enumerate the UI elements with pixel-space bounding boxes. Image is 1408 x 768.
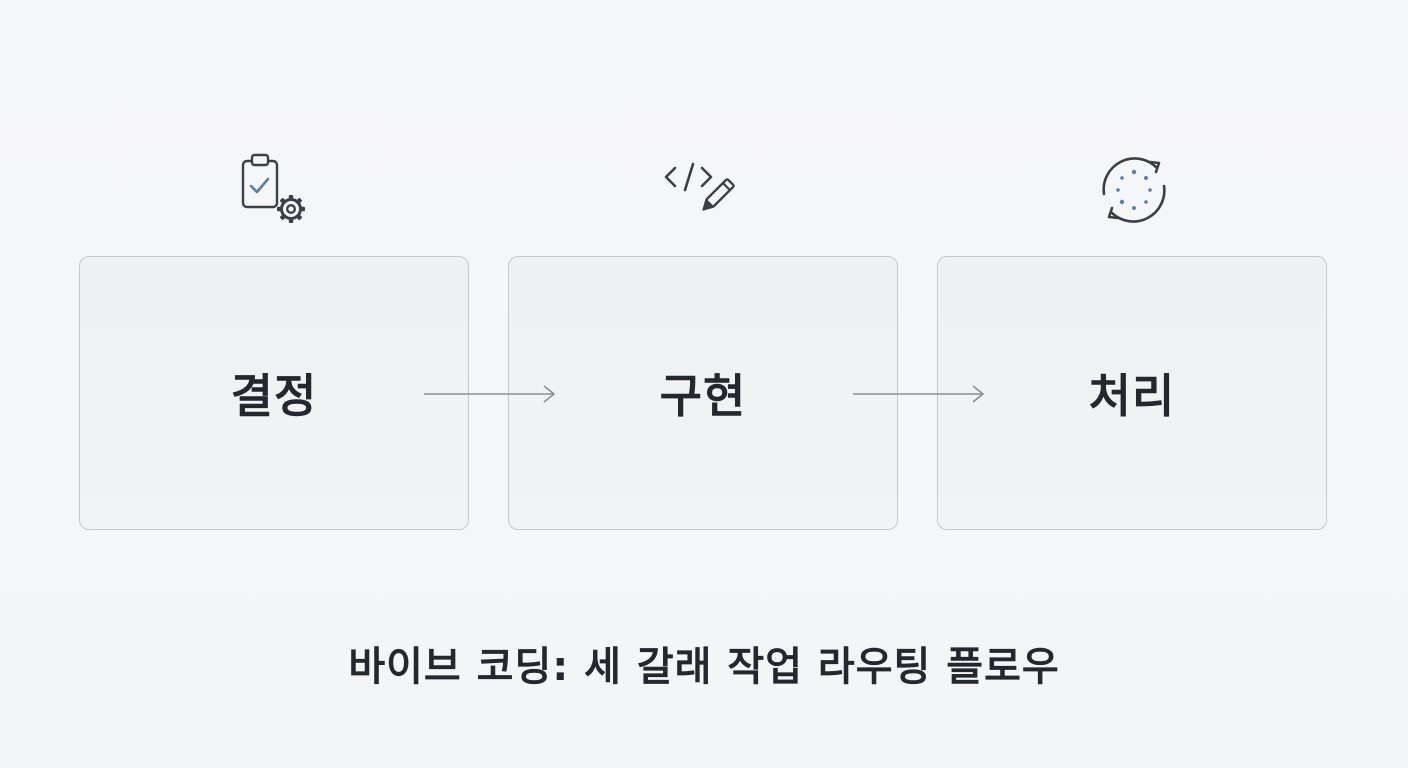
diagram-caption: 바이브 코딩: 세 갈래 작업 라우팅 플로우 [348,644,1060,690]
step-label-implement: 구현 [659,369,747,423]
step-box-process: 처리 [937,256,1327,530]
step-box-implement: 구현 [508,256,898,530]
step-label-process: 처리 [1088,369,1176,423]
clipboard-gear-icon [234,150,314,230]
code-pencil-icon [664,150,744,230]
arrow-decide-to-implement [422,382,558,406]
step-box-decide: 결정 [79,256,469,530]
refresh-cycle-icon [1094,150,1174,230]
arrow-implement-to-process [851,382,987,406]
step-label-decide: 결정 [230,369,318,423]
